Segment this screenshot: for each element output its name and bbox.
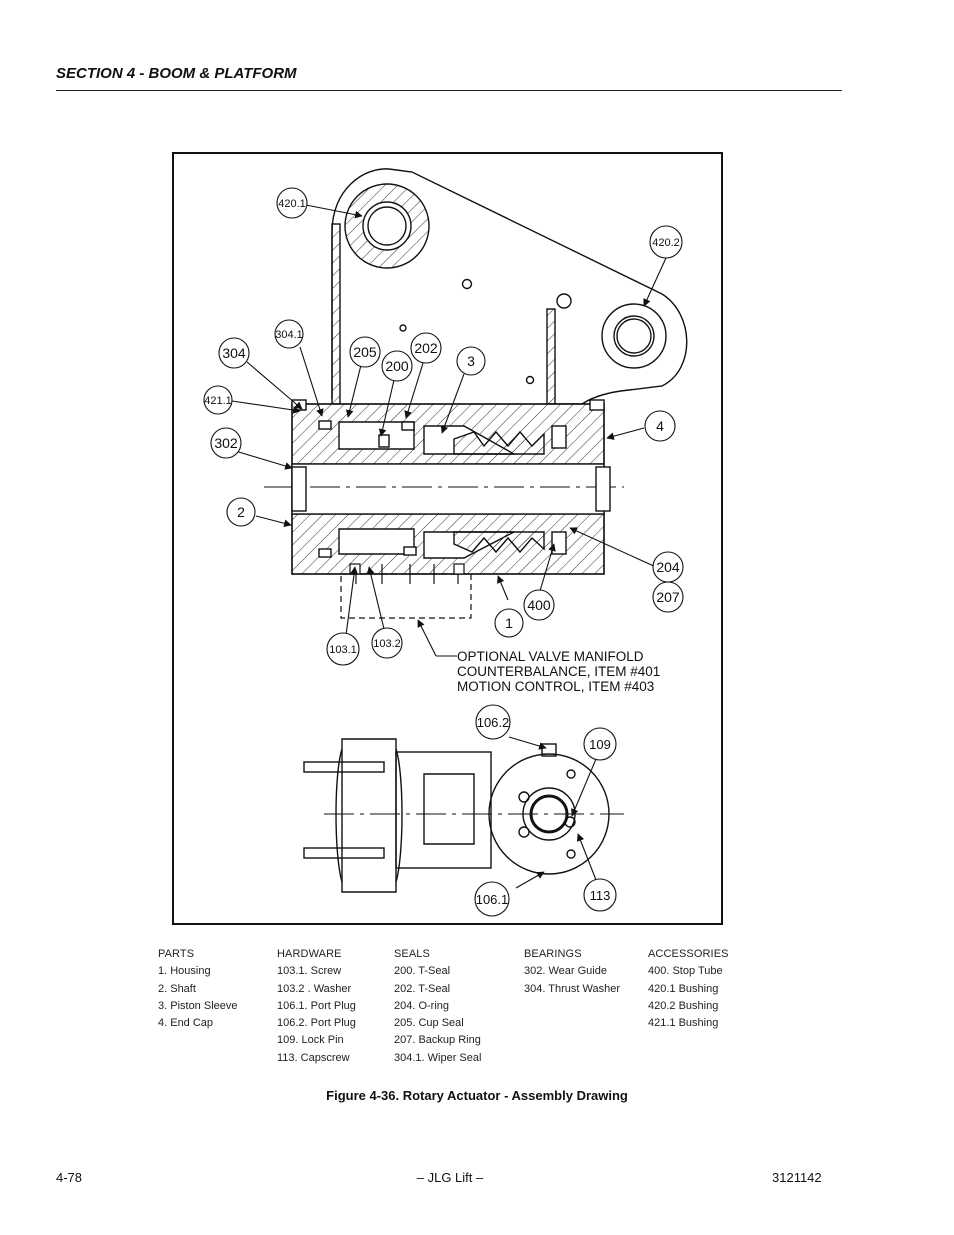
legend-accessories-title: ACCESSORIES bbox=[648, 948, 729, 960]
legend-item: 2. Shaft bbox=[158, 982, 196, 995]
legend-item: 200. T-Seal bbox=[394, 965, 451, 978]
callout-205: 205 bbox=[353, 344, 377, 360]
legend-item: 3. Piston Sleeve bbox=[158, 999, 238, 1012]
callout-420-1: 420.1 bbox=[278, 198, 306, 210]
callout-113: 113 bbox=[590, 888, 611, 903]
footer-brand: – JLG Lift – bbox=[416, 1170, 484, 1185]
callout-106-1: 106.1 bbox=[476, 892, 509, 907]
legend-item: 421.1 Bushing bbox=[648, 1017, 719, 1030]
legend-hardware: HARDWARE 103.1. Screw 103.2 . Washer 106… bbox=[277, 946, 356, 1067]
legend-item: 103.1. Screw bbox=[277, 965, 342, 978]
legend-item: 103.2 . Washer bbox=[277, 982, 352, 995]
legend-parts-title: PARTS bbox=[158, 948, 195, 960]
mounting-bracket bbox=[331, 168, 688, 405]
callout-302: 302 bbox=[214, 435, 238, 451]
callout-103-1: 103.1 bbox=[329, 644, 357, 656]
legend-item: 202. T-Seal bbox=[394, 982, 451, 995]
legend-item: 302. Wear Guide bbox=[524, 965, 607, 978]
legend-bearings-title: BEARINGS bbox=[524, 948, 582, 960]
note-line-1: OPTIONAL VALVE MANIFOLD bbox=[457, 649, 644, 664]
legend-item: 1. Housing bbox=[158, 965, 211, 978]
legend-item: 205. Cup Seal bbox=[394, 1017, 464, 1030]
section-title: SECTION 4 - BOOM & PLATFORM bbox=[56, 65, 297, 82]
callout-4: 4 bbox=[656, 418, 664, 434]
header-divider bbox=[56, 90, 842, 91]
legend-seals-title: SEALS bbox=[394, 948, 430, 960]
callout-bubbles bbox=[203, 187, 684, 917]
legend-item: 106.1. Port Plug bbox=[277, 999, 356, 1012]
legend-hardware-title: HARDWARE bbox=[277, 948, 342, 960]
legend-item: 304.1. Wiper Seal bbox=[394, 1051, 482, 1064]
callout-400: 400 bbox=[527, 597, 551, 613]
note-line-2: COUNTERBALANCE, ITEM #401 bbox=[457, 664, 660, 679]
callout-204: 204 bbox=[656, 559, 680, 575]
manifold-note: OPTIONAL VALVE MANIFOLD COUNTERBALANCE, … bbox=[457, 649, 660, 694]
callout-200: 200 bbox=[385, 358, 409, 374]
callout-109: 109 bbox=[589, 737, 611, 752]
assembly-drawing-figure: 420.1 420.2 304.1 304 205 202 200 3 421.… bbox=[172, 152, 723, 925]
document-number: 3121142 bbox=[772, 1170, 822, 1185]
callout-3: 3 bbox=[467, 353, 475, 369]
legend-seals: SEALS 200. T-Seal 202. T-Seal 204. O-rin… bbox=[394, 946, 481, 1067]
legend-item: 207. Backup Ring bbox=[394, 1034, 481, 1047]
legend-parts: PARTS 1. Housing 2. Shaft 3. Piston Slee… bbox=[158, 946, 238, 1032]
legend-item: 106.2. Port Plug bbox=[277, 1017, 356, 1030]
callout-1: 1 bbox=[505, 615, 513, 631]
callout-labels: 420.1 420.2 304.1 304 205 202 200 3 421.… bbox=[204, 198, 680, 907]
callout-421-1: 421.1 bbox=[204, 395, 232, 407]
page-number: 4-78 bbox=[56, 1170, 83, 1185]
figure-caption: Figure 4-36. Rotary Actuator - Assembly … bbox=[326, 1088, 628, 1103]
callout-103-2: 103.2 bbox=[373, 638, 401, 650]
legend-item: 113. Capscrew bbox=[277, 1051, 350, 1064]
legend-bearings: BEARINGS 302. Wear Guide 304. Thrust Was… bbox=[524, 946, 620, 998]
legend-item: 420.2 Bushing bbox=[648, 999, 719, 1012]
legend-item: 109. Lock Pin bbox=[277, 1034, 344, 1047]
callout-leaders bbox=[231, 204, 667, 889]
callout-202: 202 bbox=[414, 340, 438, 356]
callout-207: 207 bbox=[656, 589, 680, 605]
rotary-actuator-drawing: 420.1 420.2 304.1 304 205 202 200 3 421.… bbox=[203, 168, 688, 917]
actuator-end-view bbox=[303, 738, 624, 893]
legend-item: 420.1 Bushing bbox=[648, 982, 719, 995]
callout-304-1: 304.1 bbox=[275, 329, 303, 341]
callout-304: 304 bbox=[222, 345, 246, 361]
legend-item: 304. Thrust Washer bbox=[524, 982, 620, 995]
note-line-3: MOTION CONTROL, ITEM #403 bbox=[457, 679, 654, 694]
legend-item: 400. Stop Tube bbox=[648, 965, 723, 978]
legend-accessories: ACCESSORIES 400. Stop Tube 420.1 Bushing… bbox=[648, 946, 729, 1032]
legend-item: 4. End Cap bbox=[158, 1017, 214, 1030]
callout-420-2: 420.2 bbox=[652, 237, 680, 249]
callout-106-2: 106.2 bbox=[477, 715, 510, 730]
callout-2: 2 bbox=[237, 504, 245, 520]
legend-item: 204. O-ring bbox=[394, 999, 450, 1012]
